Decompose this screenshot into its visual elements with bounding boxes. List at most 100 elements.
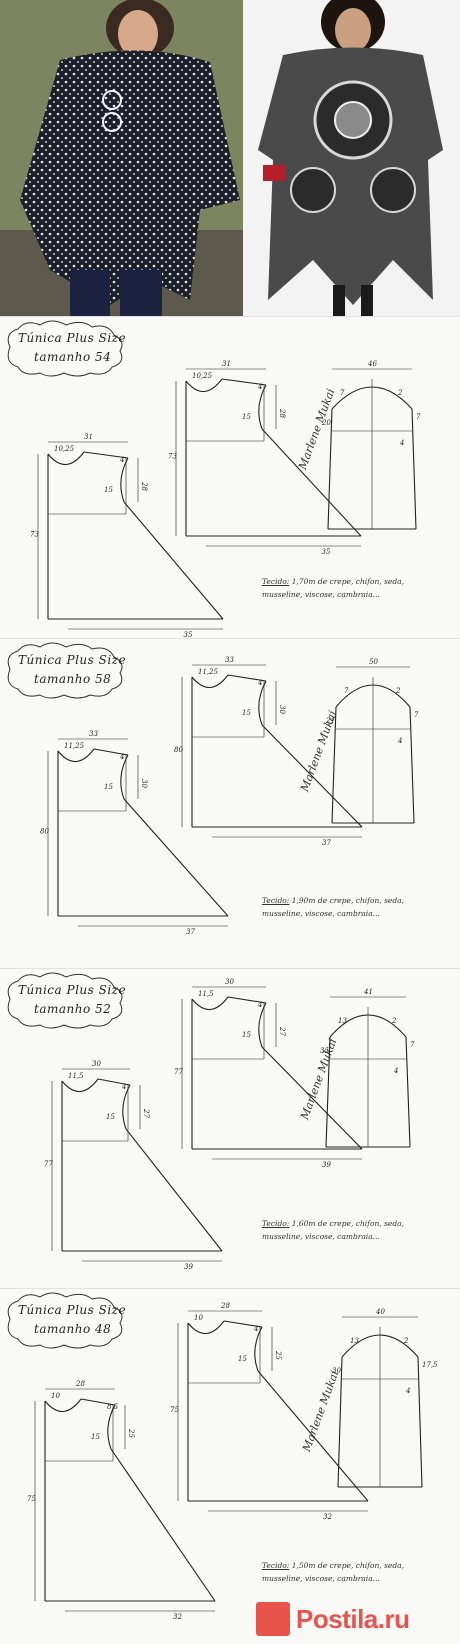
front-hem-label: 35: [184, 631, 193, 639]
sleeve-b-label: 2: [395, 687, 401, 695]
title-cloud: [7, 642, 123, 699]
front-shoulder-line: [93, 748, 129, 756]
back-armhole-curve: [258, 680, 267, 726]
back-neck-width-label: 10: [194, 1314, 203, 1322]
front-armhole-curve: [122, 1084, 131, 1130]
front-armhole-curve: [120, 754, 129, 800]
back-neck-width-label: 11,25: [198, 668, 219, 676]
sleeve-right-seam: [417, 1356, 423, 1488]
sleeve-right-seam: [411, 408, 417, 530]
watermark-text: Postila.ru: [296, 1604, 410, 1634]
back-neckline-curve: [191, 996, 229, 1011]
back-armhole-curve: [254, 1326, 263, 1372]
fabric-note: Tecido: 1,60m de crepe, chifon, seda,mus…: [262, 1217, 452, 1243]
sleeve-a-label: 7: [340, 389, 345, 397]
sleeve-left-seam: [331, 706, 337, 824]
back-neckline-curve: [191, 674, 229, 689]
front-shoulder-label: 27: [142, 1108, 150, 1118]
back-shoulder-line: [227, 674, 267, 682]
sheet-title: Túnica Plus Size: [18, 331, 127, 345]
front-neckline-curve: [61, 1078, 99, 1093]
title-cloud: [7, 972, 123, 1029]
back-neck-depth-label: 4: [253, 1325, 258, 1333]
back-side-label: 15: [242, 1031, 251, 1039]
fabric-note: Tecido: 1,90m de crepe, chifon, seda,mus…: [262, 894, 452, 920]
front-armhole-curve: [120, 457, 129, 503]
back-neck-depth-label: 4: [257, 679, 262, 687]
front-shoulder-label: 30: [140, 779, 148, 788]
fabric-line-2: musseline, viscose, cambraia...: [262, 1232, 380, 1241]
back-width-label: 31: [222, 360, 231, 368]
sleeve-left-seam: [327, 408, 333, 530]
back-shoulder-label: 27: [278, 1026, 286, 1036]
front-shoulder-line: [80, 1398, 116, 1406]
sleeve-e-label: 4: [405, 1387, 410, 1395]
photo-polka-dot-tunic: [0, 0, 243, 316]
watermark-fade: [260, 1595, 460, 1643]
sleeve-e-label: 4: [397, 737, 402, 745]
fabric-line-1: 1,70m de crepe, chifon, seda,: [291, 577, 405, 586]
front-length-label: 75: [27, 1495, 36, 1503]
back-length-label: 73: [168, 453, 177, 461]
sheet-size-label: tamanho 52: [34, 1002, 112, 1016]
front-length-label: 80: [40, 828, 49, 836]
front-width-label: 30: [92, 1060, 101, 1068]
back-shoulder-line: [227, 996, 267, 1004]
sheet-size-label: tamanho 58: [34, 672, 112, 686]
front-hem-diagonal: [123, 798, 229, 917]
front-length-label: 77: [44, 1160, 53, 1168]
front-hem-label: 39: [184, 1263, 193, 1271]
back-armhole-curve: [258, 1002, 267, 1048]
front-hem-label: 32: [173, 1613, 182, 1621]
front-neckline-curve: [47, 451, 85, 466]
printed-tunic-illustration: [243, 0, 460, 316]
fabric-line-1: 1,60m de crepe, chifon, seda,: [291, 1219, 405, 1228]
back-hem-diagonal: [261, 724, 363, 828]
back-shoulder-label: 30: [278, 705, 286, 714]
fabric-line-1: 1,50m de crepe, chifon, seda,: [291, 1561, 405, 1570]
sleeve-right-seam: [409, 706, 415, 824]
back-neck-width-label: 11,5: [198, 990, 214, 998]
front-hem-diagonal: [123, 501, 224, 620]
sheet-size-label: tamanho 48: [34, 1322, 112, 1336]
back-shoulder-line: [223, 1320, 263, 1328]
back-side-label: 15: [242, 413, 251, 421]
back-neckline-curve: [185, 378, 223, 393]
front-side-label: 15: [106, 1113, 115, 1121]
fabric-key: Tecido:: [262, 896, 290, 905]
front-length-label: 73: [30, 531, 39, 539]
photo-printed-tunic: [243, 0, 460, 316]
front-neck-width-label: 11,25: [64, 742, 85, 750]
sleeve-e-label: 4: [393, 1067, 398, 1075]
sleeve-c-label: 35: [320, 1047, 329, 1055]
front-shoulder-label: 25: [127, 1428, 135, 1438]
sheet-size-label: tamanho 54: [34, 350, 112, 364]
sheet-title: Túnica Plus Size: [18, 653, 127, 667]
front-width-label: 33: [89, 730, 98, 738]
title-cloud: [7, 1292, 123, 1349]
front-neck-width-label: 10,25: [54, 445, 75, 453]
front-side-label: 15: [104, 486, 113, 494]
back-neck-depth-label: 4: [257, 1001, 262, 1009]
back-width-label: 28: [220, 1302, 230, 1310]
fabric-line-2: musseline, viscose, cambraia...: [262, 1574, 380, 1583]
front-hem-diagonal: [110, 1448, 216, 1602]
sleeve-a-label: 7: [344, 687, 349, 695]
front-hem-label: 37: [186, 928, 195, 936]
sleeve-d-label: 7: [410, 1041, 415, 1049]
back-side-label: 15: [238, 1355, 247, 1363]
front-neck-depth-label: 4: [119, 753, 124, 761]
fabric-line-2: musseline, viscose, cambraia...: [262, 909, 380, 918]
front-neck-width-label: 10: [51, 1392, 60, 1400]
back-neckline-curve: [187, 1320, 225, 1335]
front-neck-depth-label: 4: [121, 1083, 126, 1091]
back-length-label: 80: [174, 746, 183, 754]
sleeve-width-label: 50: [369, 658, 378, 666]
front-neck-width-label: 11,5: [68, 1072, 84, 1080]
